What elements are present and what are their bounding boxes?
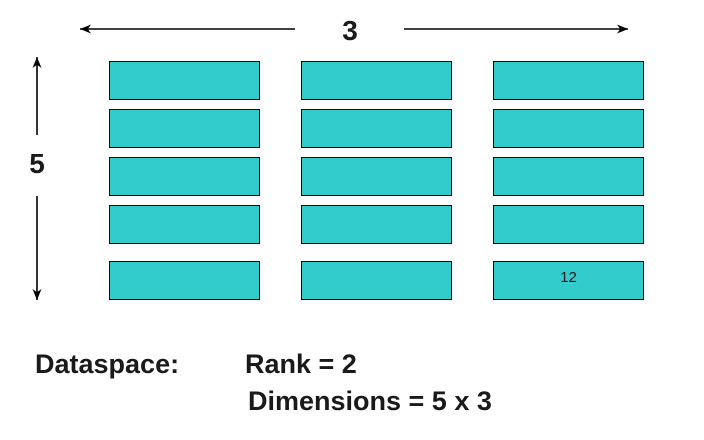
dataspace-grid: 12 [109, 61, 644, 300]
grid-cell-labeled: 12 [493, 261, 644, 300]
grid-cell [493, 109, 644, 148]
grid-cell [109, 205, 260, 244]
cell-value-label: 12 [560, 269, 577, 286]
grid-cell [493, 157, 644, 196]
grid-cell [301, 157, 452, 196]
grid-row [109, 205, 644, 244]
grid-row [109, 109, 644, 148]
grid-row [109, 61, 644, 100]
grid-cell [493, 205, 644, 244]
grid-cell [301, 61, 452, 100]
height-dimension-label: 5 [29, 148, 45, 179]
grid-row [109, 157, 644, 196]
grid-cell [109, 61, 260, 100]
grid-cell [109, 109, 260, 148]
grid-row: 12 [109, 261, 644, 300]
grid-cell [301, 109, 452, 148]
caption-rank: Rank = 2 [245, 349, 357, 379]
grid-cell [493, 61, 644, 100]
grid-cell [301, 261, 452, 300]
grid-cell [109, 157, 260, 196]
width-dimension-label: 3 [342, 15, 358, 46]
caption-heading: Dataspace: [35, 349, 180, 379]
grid-cell [301, 205, 452, 244]
grid-cell [109, 261, 260, 300]
caption-dimensions: Dimensions = 5 x 3 [248, 386, 492, 416]
